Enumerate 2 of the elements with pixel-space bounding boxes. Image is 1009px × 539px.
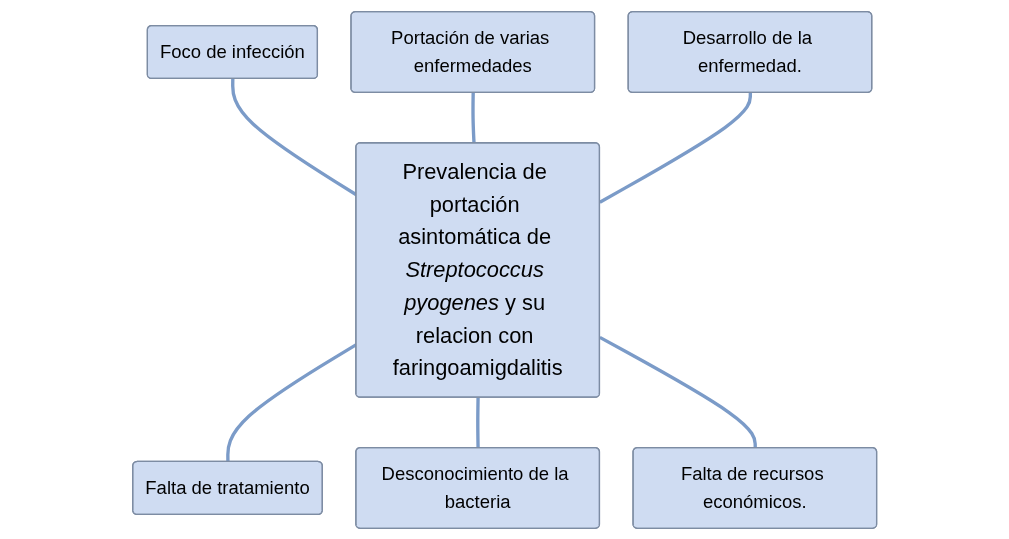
connector <box>475 397 480 448</box>
connector <box>471 92 476 143</box>
